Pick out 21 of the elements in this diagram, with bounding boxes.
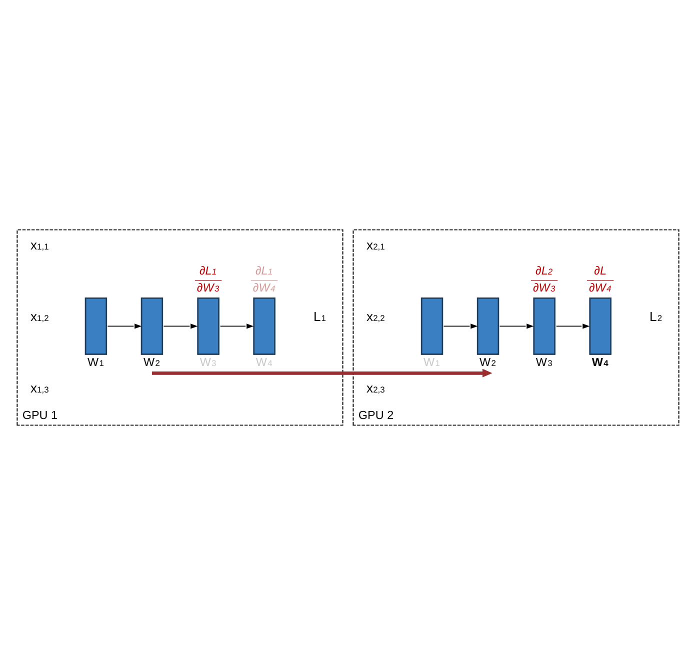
label: x1,1 [30,236,49,252]
node-label: ∂W4 [252,280,276,294]
node-label: ∂L1 [256,264,273,277]
node-label: ∂L2 [536,264,553,277]
node-label: ∂L1 [200,264,217,277]
label: x2,3 [366,380,385,396]
label: x2,2 [366,308,385,324]
label: x1,3 [30,380,49,396]
label: L1 [313,308,326,324]
label: L2 [650,308,662,324]
node-label: W2 [480,356,496,369]
label: x2,1 [366,236,385,252]
node-label: W1 [88,356,104,369]
node-label: ∂W3 [196,280,220,294]
node-label: ∂L [594,264,606,277]
node-label: ∂W3 [532,280,556,294]
node-label: W2 [144,356,160,369]
node-label: ∂W4 [588,280,612,294]
label: x1,2 [30,308,49,324]
node-label: W4 [592,356,608,369]
node-label: W3 [536,356,552,369]
